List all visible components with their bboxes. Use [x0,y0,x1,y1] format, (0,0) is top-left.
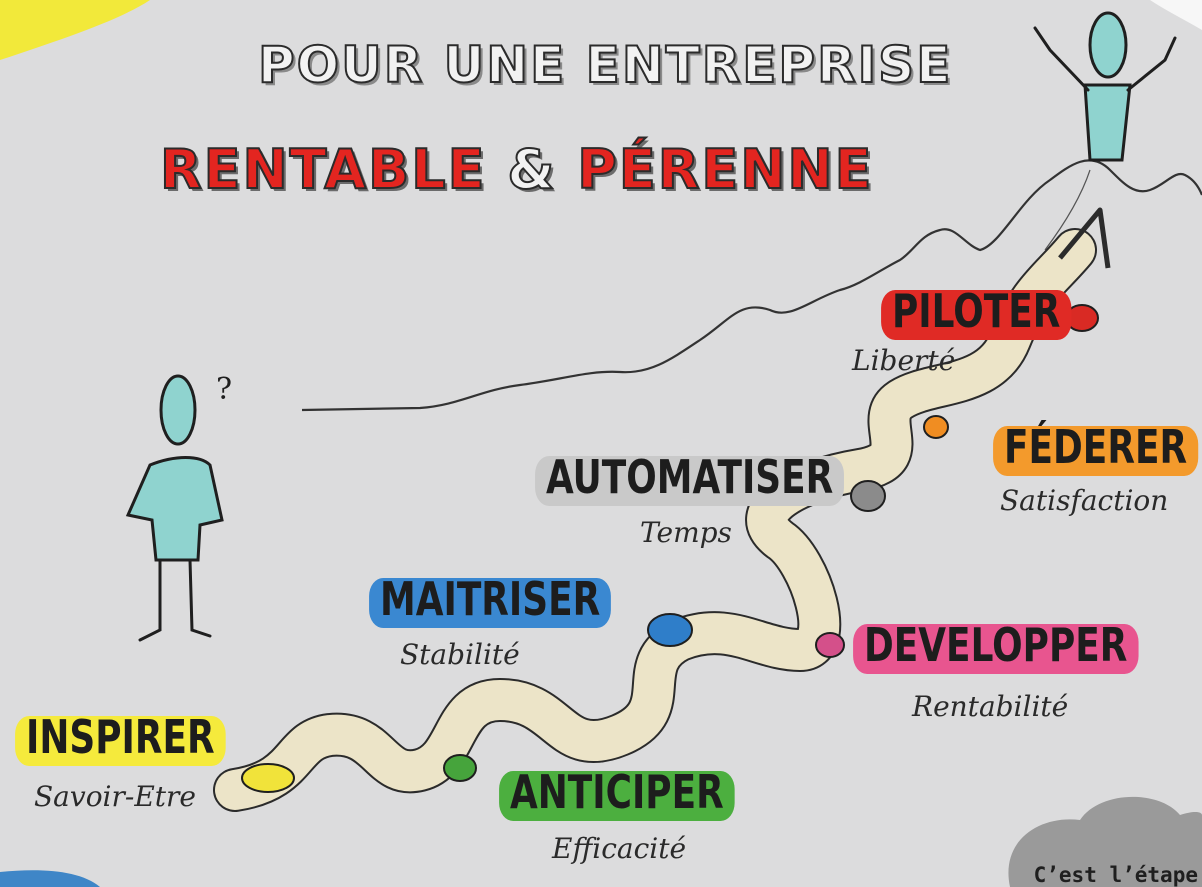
title-line-1: POUR UNE ENTREPRISE [257,35,953,95]
stone-developper [815,632,845,658]
step-developper: DEVELOPPER [853,618,1139,674]
white-corner-blob [1150,0,1202,30]
question-mark: ? [216,372,233,407]
step-automatiser-label: AUTOMATISER [546,450,834,504]
mountain-range [301,159,1202,412]
stone-federer [923,415,949,439]
step-developper-subtitle: Rentabilité [912,690,1069,723]
step-maitriser: MAITRISER [369,572,612,628]
step-automatiser: AUTOMATISER [535,450,845,506]
questioning-person [125,374,224,642]
step-inspirer-subtitle: Savoir-Etre [34,780,196,813]
title-line-2: RENTABLE & PÉRENNE [159,137,874,202]
title-rentable: RENTABLE [159,137,487,202]
stone-anticiper [443,754,477,782]
stone-maitriser [647,613,693,647]
title-ampersand: & [506,137,557,202]
step-piloter-label: PILOTER [892,284,1061,338]
yellow-corner-blob [0,0,150,60]
step-piloter: PILOTER [881,284,1072,340]
step-developper-label: DEVELOPPER [864,618,1128,672]
celebrating-person [1033,11,1177,162]
stone-automatiser [850,480,886,512]
step-maitriser-label: MAITRISER [380,572,601,626]
step-automatiser-subtitle: Temps [640,516,732,549]
winding-path [215,230,1095,810]
step-federer-label: FÉDERER [1004,420,1188,474]
path-arrow-head [1058,207,1111,269]
step-inspirer: INSPIRER [15,710,226,766]
step-federer: FÉDERER [993,420,1199,476]
footer-text: C’est l’étape [1033,863,1198,887]
step-federer-subtitle: Satisfaction [1000,484,1169,517]
step-anticiper-label: ANTICIPER [510,765,724,819]
step-maitriser-subtitle: Stabilité [400,638,520,671]
step-anticiper: ANTICIPER [499,765,735,821]
mountain-inner-line [1044,169,1091,251]
blue-corner-blob [0,870,100,887]
step-piloter-subtitle: Liberté [852,344,956,377]
step-inspirer-label: INSPIRER [26,710,215,764]
step-anticiper-subtitle: Efficacité [552,832,687,865]
title-perenne: PÉRENNE [576,137,874,202]
grey-cloud-blob [1008,796,1202,887]
stone-inspirer [241,763,295,793]
